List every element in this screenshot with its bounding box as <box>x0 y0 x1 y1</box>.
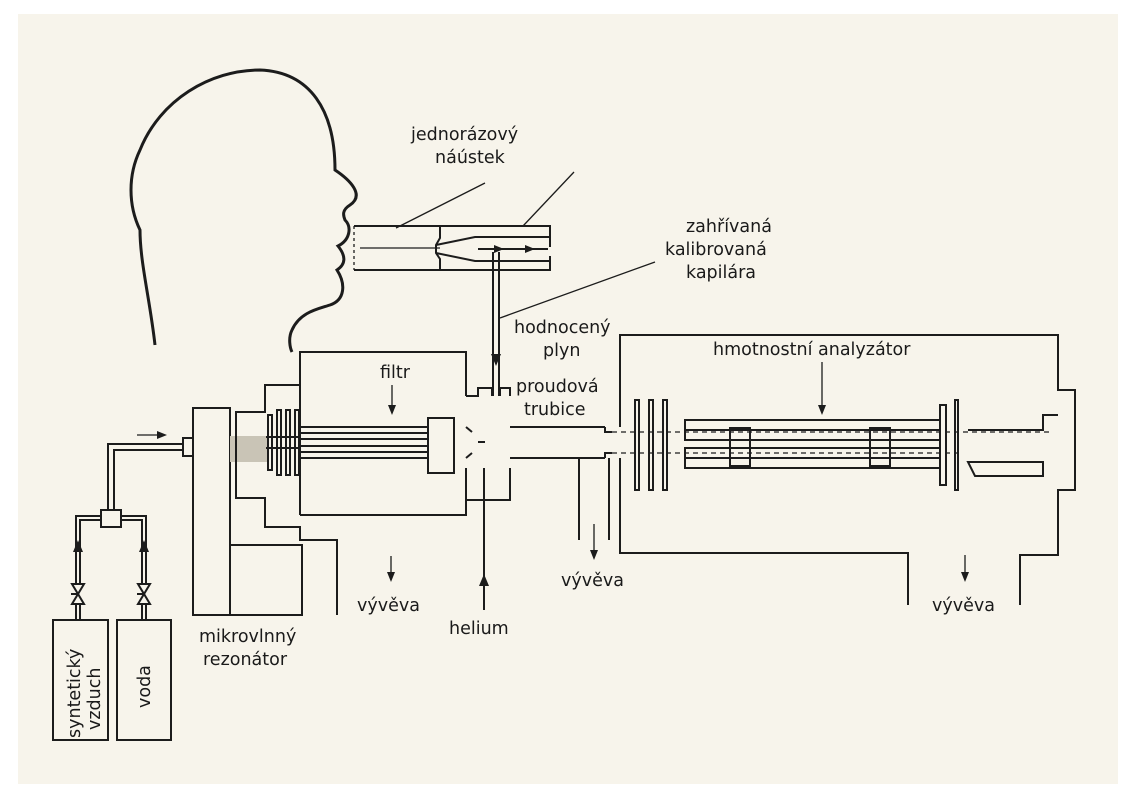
mouthpiece-leader-left <box>395 182 486 229</box>
synthetic-air-label-line1: syntetický <box>65 649 85 738</box>
source-chamber <box>235 351 467 615</box>
capillary-label-line1: zahřívaná <box>686 217 772 237</box>
quadrupole-filter <box>300 417 455 474</box>
water-cylinder <box>116 619 172 741</box>
filter-label: filtr <box>380 363 411 383</box>
flow-tube <box>465 387 612 540</box>
mouthpiece <box>353 225 551 271</box>
diagram-background <box>18 14 1118 784</box>
analyzer-chamber-lower <box>619 458 909 605</box>
filter-arrow <box>388 385 396 415</box>
helium-inlet <box>479 468 489 610</box>
mouthpiece-label-line1: jednorázový <box>410 125 518 145</box>
resonator-label-line2: rezonátor <box>203 650 288 670</box>
pump-label-middle: vývěva <box>561 571 624 591</box>
mouthpiece-leader-right <box>522 171 575 227</box>
flow-tube-label-line1: proudová <box>516 377 599 397</box>
gas-label-line2: plyn <box>543 341 580 361</box>
analyzer-arrow <box>818 362 826 415</box>
pump-arrow-left <box>387 556 395 582</box>
analyzer-label: hmotnostní analyzátor <box>713 340 911 360</box>
helium-label: helium <box>449 619 509 639</box>
human-head-profile <box>129 68 358 353</box>
capillary-leader <box>499 261 656 319</box>
analyzer-chamber <box>619 334 1076 605</box>
mouthpiece-label-line2: náústek <box>435 148 506 168</box>
heated-capillary <box>491 252 501 396</box>
synthetic-air-valve <box>70 583 86 605</box>
flow-tube-label-line2: trubice <box>524 400 586 420</box>
resonator-label-line1: mikrovlnný <box>199 627 296 647</box>
pump-arrow-middle <box>590 524 598 560</box>
pump-arrow-right <box>961 555 969 582</box>
capillary-label-line2: kalibrovaná <box>665 240 767 260</box>
mass-analyzer <box>612 399 1058 491</box>
pump-label-right: vývěva <box>932 596 995 616</box>
inlet-flow-arrow <box>137 431 167 439</box>
gas-feed-lines <box>73 443 183 620</box>
water-valve <box>136 583 152 605</box>
capillary-label-line3: kapilára <box>686 263 756 283</box>
ion-optics <box>266 409 300 476</box>
water-label: voda <box>135 665 155 708</box>
pump-label-left: vývěva <box>357 596 420 616</box>
gas-label-line1: hodnocený <box>514 318 611 338</box>
synthetic-air-label-line2: vzduch <box>85 668 105 730</box>
